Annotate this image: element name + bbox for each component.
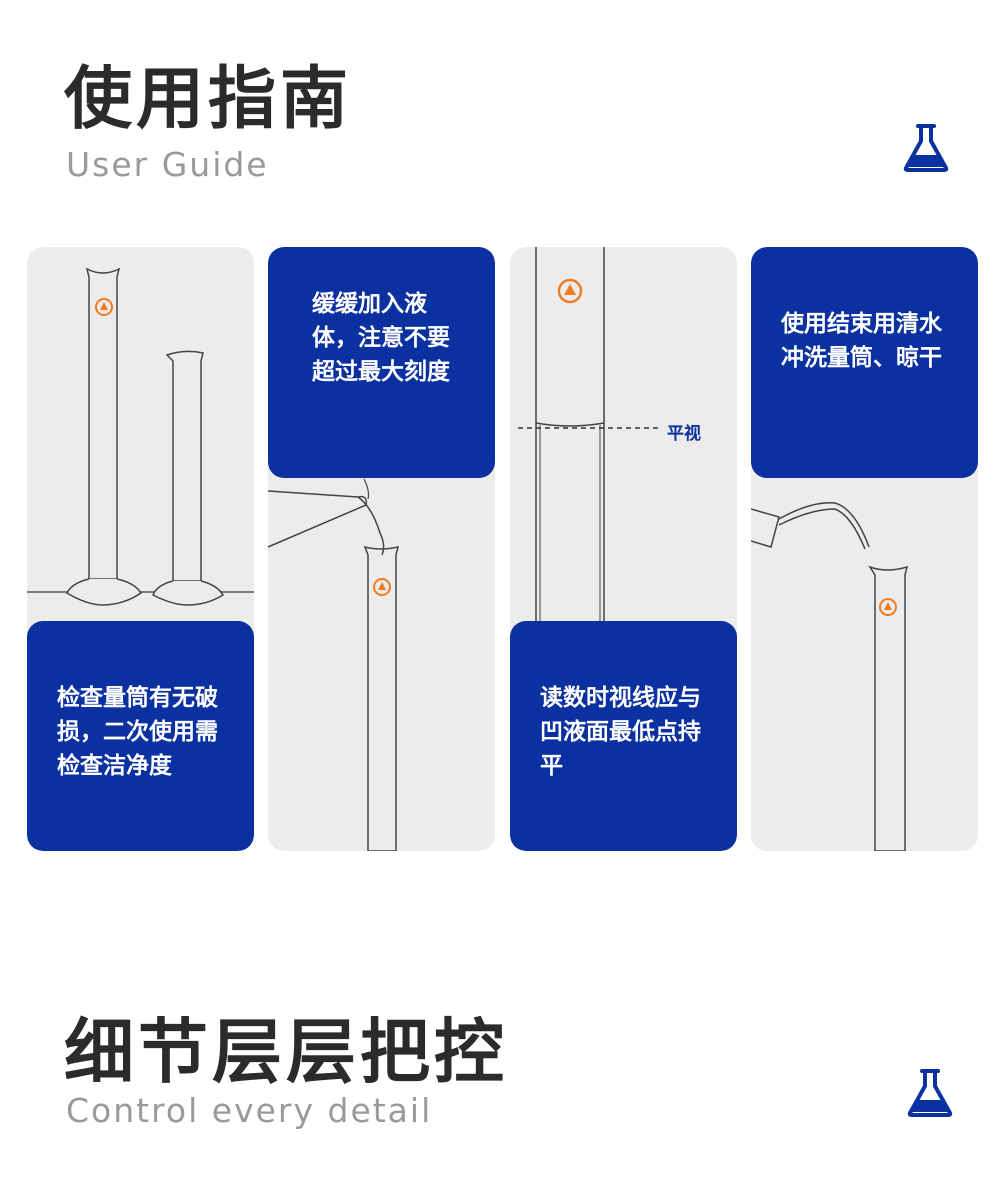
step-text-read: 读数时视线应与凹液面最低点持平 <box>510 621 737 851</box>
cylinders-illustration <box>27 267 254 606</box>
flask-icon <box>903 124 949 172</box>
brand-logo-icon <box>373 578 391 596</box>
guide-subtitle: User Guide <box>66 145 269 184</box>
brand-logo-icon <box>557 278 583 304</box>
detail-subtitle: Control every detail <box>66 1091 433 1130</box>
step-text-inspect: 检查量筒有无破损，二次使用需检查洁净度 <box>27 621 254 851</box>
step-card-rinse: 使用结束用清水冲洗量筒、晾干 <box>751 247 978 851</box>
guide-title: 使用指南 <box>64 60 353 139</box>
reading-illustration <box>518 247 660 621</box>
step-card-read: 平视 读数时视线应与凹液面最低点持平 <box>510 247 737 851</box>
brand-logo-icon <box>95 298 113 316</box>
step-text-pour: 缓缓加入液体，注意不要超过最大刻度 <box>268 247 495 478</box>
rinsing-illustration <box>751 502 909 851</box>
step-text-rinse: 使用结束用清水冲洗量筒、晾干 <box>751 247 978 478</box>
step-card-pour: 缓缓加入液体，注意不要超过最大刻度 <box>268 247 495 851</box>
detail-title: 细节层层把控 <box>64 1011 508 1093</box>
eye-level-label: 平视 <box>667 424 701 444</box>
brand-logo-icon <box>879 598 897 616</box>
step-card-inspect: 检查量筒有无破损，二次使用需检查洁净度 <box>27 247 254 851</box>
pouring-illustration <box>268 478 400 851</box>
flask-icon <box>907 1069 953 1117</box>
